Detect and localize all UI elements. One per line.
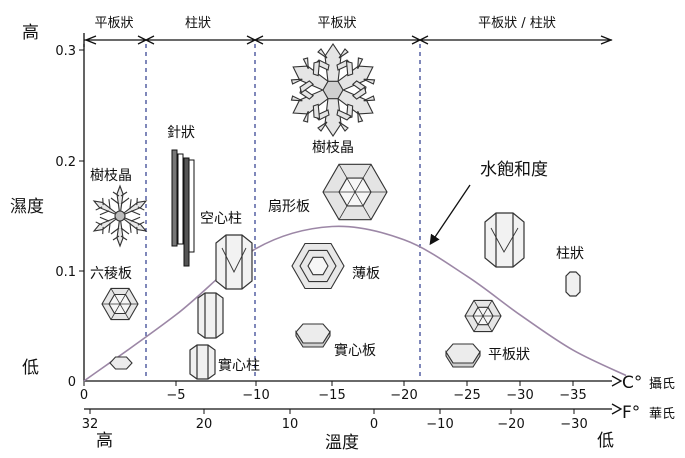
hexagonal-plate-crystal-icon [101,287,139,321]
fahrenheit-unit: F° [622,403,640,423]
label-plate-right: 平板狀 [488,347,530,363]
label-solid-column: 實心柱 [218,357,260,374]
region-label-plate-column: 平板狀 / 柱狀 [478,16,556,31]
celsius-unit: C° [622,373,642,393]
hollow-column-crystal-right-icon [484,212,525,268]
column-crystal-right-icon [565,271,581,297]
fahrenheit-tick: 10 [282,417,299,432]
humidity-tick: 0.2 [55,155,76,170]
region-label-column: 柱狀 [185,16,211,31]
fahrenheit-tick: 20 [196,417,213,432]
saturation-label: 水飽和度 [480,160,548,180]
humidity-tick: 0 [68,375,76,390]
saturation-arrow [429,184,471,246]
temperature-low-label: 低 [597,431,614,451]
humidity-tick: 0.1 [55,265,76,280]
fahrenheit-tick: 32 [82,417,99,432]
humidity-high-label: 高 [22,23,39,43]
celsius-tick: −25 [453,388,480,403]
solid-plate-crystal-icon [295,323,331,348]
label-dendrite-center: 樹枝晶 [312,140,354,156]
label-dendrite-left: 樹枝晶 [90,168,132,184]
fahrenheit-tick: −20 [497,417,524,432]
region-label-plate-1: 平板狀 [94,16,133,31]
temperature-axis-label: 溫度 [325,433,359,453]
region-bar: 平板狀 柱狀 平板狀 平板狀 / 柱狀 [83,16,613,47]
fahrenheit-tick: −10 [426,417,453,432]
label-solid-plate: 實心板 [334,342,376,359]
hollow-column-crystal-icon [215,234,253,290]
fahrenheit-tick: −30 [560,417,587,432]
humidity-tick: 0.3 [55,44,76,59]
label-column-right: 柱狀 [556,246,584,262]
fahrenheit-ticks: 32 20 10 0 −10 −20 −30 [82,409,588,432]
celsius-tick: −15 [318,388,345,403]
temperature-high-label: 高 [96,431,113,451]
plate-crystal-right-icon [445,343,481,368]
small-plate-crystal-icon [109,356,133,370]
thin-plate-crystal-icon [291,242,345,290]
label-thin-plate: 薄板 [352,266,380,282]
celsius-tick: −30 [506,388,533,403]
region-label-plate-2: 平板狀 [317,16,356,31]
sector-plate-crystal-icon [322,163,388,221]
celsius-tick: −35 [559,388,586,403]
label-hexagonal-plate: 六稜板 [90,266,132,282]
humidity-ticks: 0.3 0.2 0.1 0 [55,44,84,390]
celsius-tick: −5 [166,388,185,403]
needle-crystals-icon [171,149,195,267]
label-hollow-column: 空心柱 [200,211,242,227]
hexagonal-plate-crystal-right-icon [464,299,502,333]
dendrite-crystal-center-icon [283,43,383,137]
humidity-low-label: 低 [22,358,39,378]
dendrite-crystal-left-icon [88,184,152,247]
celsius-tick: −10 [242,388,269,403]
solid-column-crystal-icon [189,292,224,380]
region-dividers [145,44,421,380]
saturation-curve [83,225,627,382]
fahrenheit-unit-name: 華氏 [649,407,675,422]
celsius-ticks: 0 −5 −10 −15 −20 −25 −30 −35 [80,381,587,403]
label-sector-plate: 扇形板 [268,199,310,215]
axes [83,44,623,415]
celsius-tick: 0 [80,388,88,403]
celsius-unit-name: 攝氏 [649,376,675,392]
humidity-axis-label: 濕度 [10,197,44,217]
label-needle: 針狀 [167,125,195,141]
fahrenheit-tick: 0 [370,417,378,432]
celsius-tick: −20 [390,388,417,403]
